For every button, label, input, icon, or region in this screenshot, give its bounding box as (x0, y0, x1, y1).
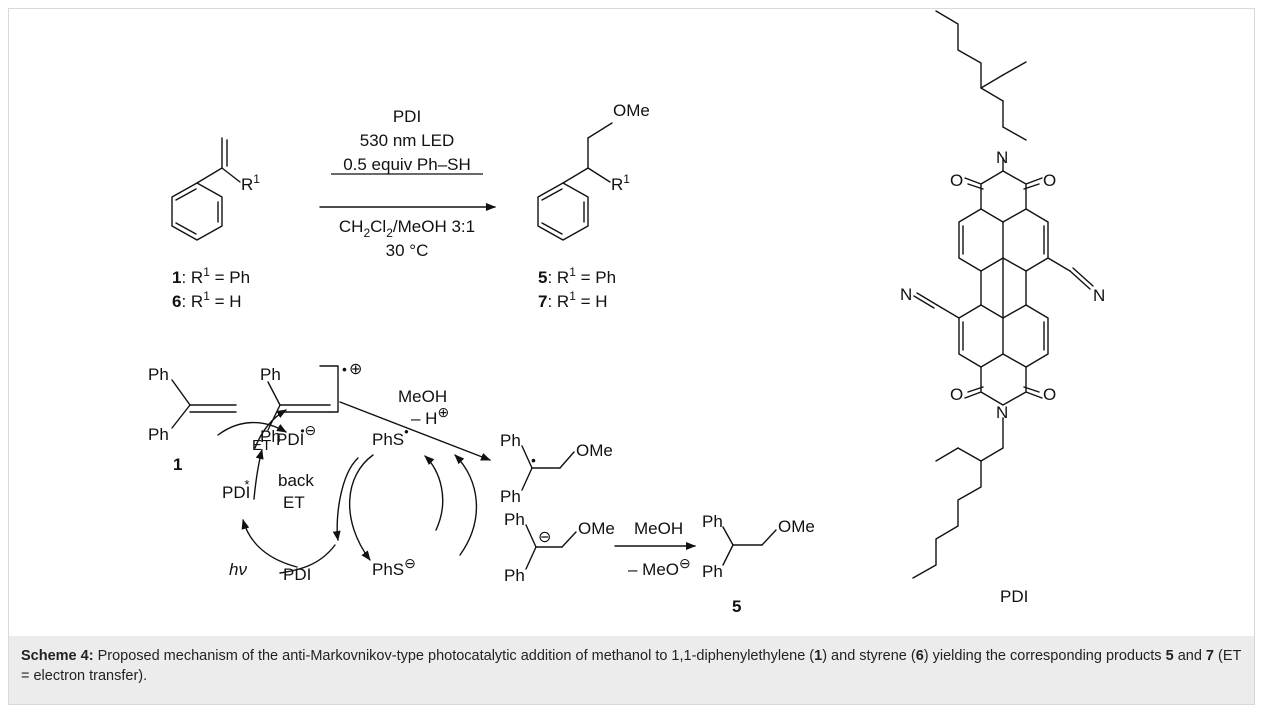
solvent-label: CH2Cl2/MeOH 3:1 (339, 217, 475, 240)
pdi-n-nitrile-left: N (900, 285, 912, 304)
ri-ome: OMe (576, 441, 613, 460)
ri-ph-top: Ph (500, 431, 521, 450)
light-source-label: 530 nm LED (360, 131, 455, 150)
pdi-o-top-right: O (1043, 171, 1056, 190)
radical-intermediate-structure (521, 445, 575, 491)
anion-intermediate-structure (525, 524, 577, 570)
pdi-n-bottom: N (996, 403, 1008, 422)
temperature-label: 30 °C (386, 241, 429, 260)
phs-radical: PhS• (372, 424, 409, 449)
phs-anion: PhS⊖ (372, 555, 416, 579)
back-label: back (278, 471, 314, 490)
pdi-o-bottom-right: O (1043, 385, 1056, 404)
product-5-label: 5: R1 = Ph (538, 265, 616, 287)
reaction-scheme: PDI 530 nm LED 0.5 equiv Ph–SH CH2Cl2/Me… (148, 10, 1105, 616)
meoh-protonation-label: MeOH (634, 519, 683, 538)
compound-5-label: 5 (732, 597, 741, 616)
product-7-label: 7: R1 = H (538, 289, 608, 311)
caption-lead: Scheme 4: (21, 648, 94, 664)
ai-minus: ⊖ (538, 529, 551, 546)
et-label: ET (252, 437, 271, 454)
ai-ph-bottom: Ph (504, 566, 525, 585)
hv-label: hν (229, 560, 247, 579)
pdi-ground: PDI (283, 565, 311, 584)
meoh-label: MeOH (398, 387, 447, 406)
pdi-structure-drawing (912, 10, 1094, 579)
rc-plus: ⊕ (349, 361, 362, 378)
pdi-n-nitrile-right: N (1093, 286, 1105, 305)
thiol-label: 0.5 equiv Ph–SH (343, 155, 471, 174)
rc-ph-top: Ph (260, 365, 281, 384)
product-5-structure (722, 526, 777, 566)
diphenylethylene-structure (171, 379, 237, 429)
pdi-radical-anion: PDI•⊖ (276, 422, 316, 449)
dpe-ph-bottom: Ph (148, 425, 169, 444)
back-et-label: ET (283, 493, 305, 512)
rc-ph-bottom: Ph (260, 427, 281, 446)
substrate-1-label: 1: R1 = Ph (172, 265, 250, 287)
pdi-o-bottom-left: O (950, 385, 963, 404)
ai-ome: OMe (578, 519, 615, 538)
radical-cation-structure (267, 365, 339, 431)
pdi-structure-label: PDI (1000, 587, 1028, 606)
ai-ph-top: Ph (504, 510, 525, 529)
catalytic-cycle-arrows (217, 409, 478, 574)
substrate-structure (171, 137, 241, 241)
p5-ome: OMe (778, 517, 815, 536)
ri-ph-bottom: Ph (500, 487, 521, 506)
figure-frame (8, 8, 1255, 705)
pdi-o-top-left: O (950, 171, 963, 190)
figure-caption: Scheme 4: Proposed mechanism of the anti… (9, 636, 1254, 704)
substrate-r1: R1 (241, 172, 260, 194)
dpe-ph-top: Ph (148, 365, 169, 384)
pdi-n-top: N (996, 148, 1008, 167)
pdi-excited: PDI* (222, 477, 250, 502)
product-ome: OMe (613, 101, 650, 120)
minus-h-label: – H⊕ (411, 404, 449, 428)
methanol-addition-arrow (339, 401, 491, 461)
catalyst-label: PDI (393, 107, 421, 126)
minus-meo-label: – MeO⊖ (628, 555, 691, 579)
rc-radical: • (342, 361, 347, 377)
ri-radical: • (531, 452, 536, 468)
p5-ph-top: Ph (702, 512, 723, 531)
product-structure (537, 122, 613, 241)
product-r1: R1 (611, 172, 630, 194)
p5-ph-bottom: Ph (702, 562, 723, 581)
compound-1-label: 1 (173, 455, 182, 474)
substrate-6-label: 6: R1 = H (172, 289, 242, 311)
